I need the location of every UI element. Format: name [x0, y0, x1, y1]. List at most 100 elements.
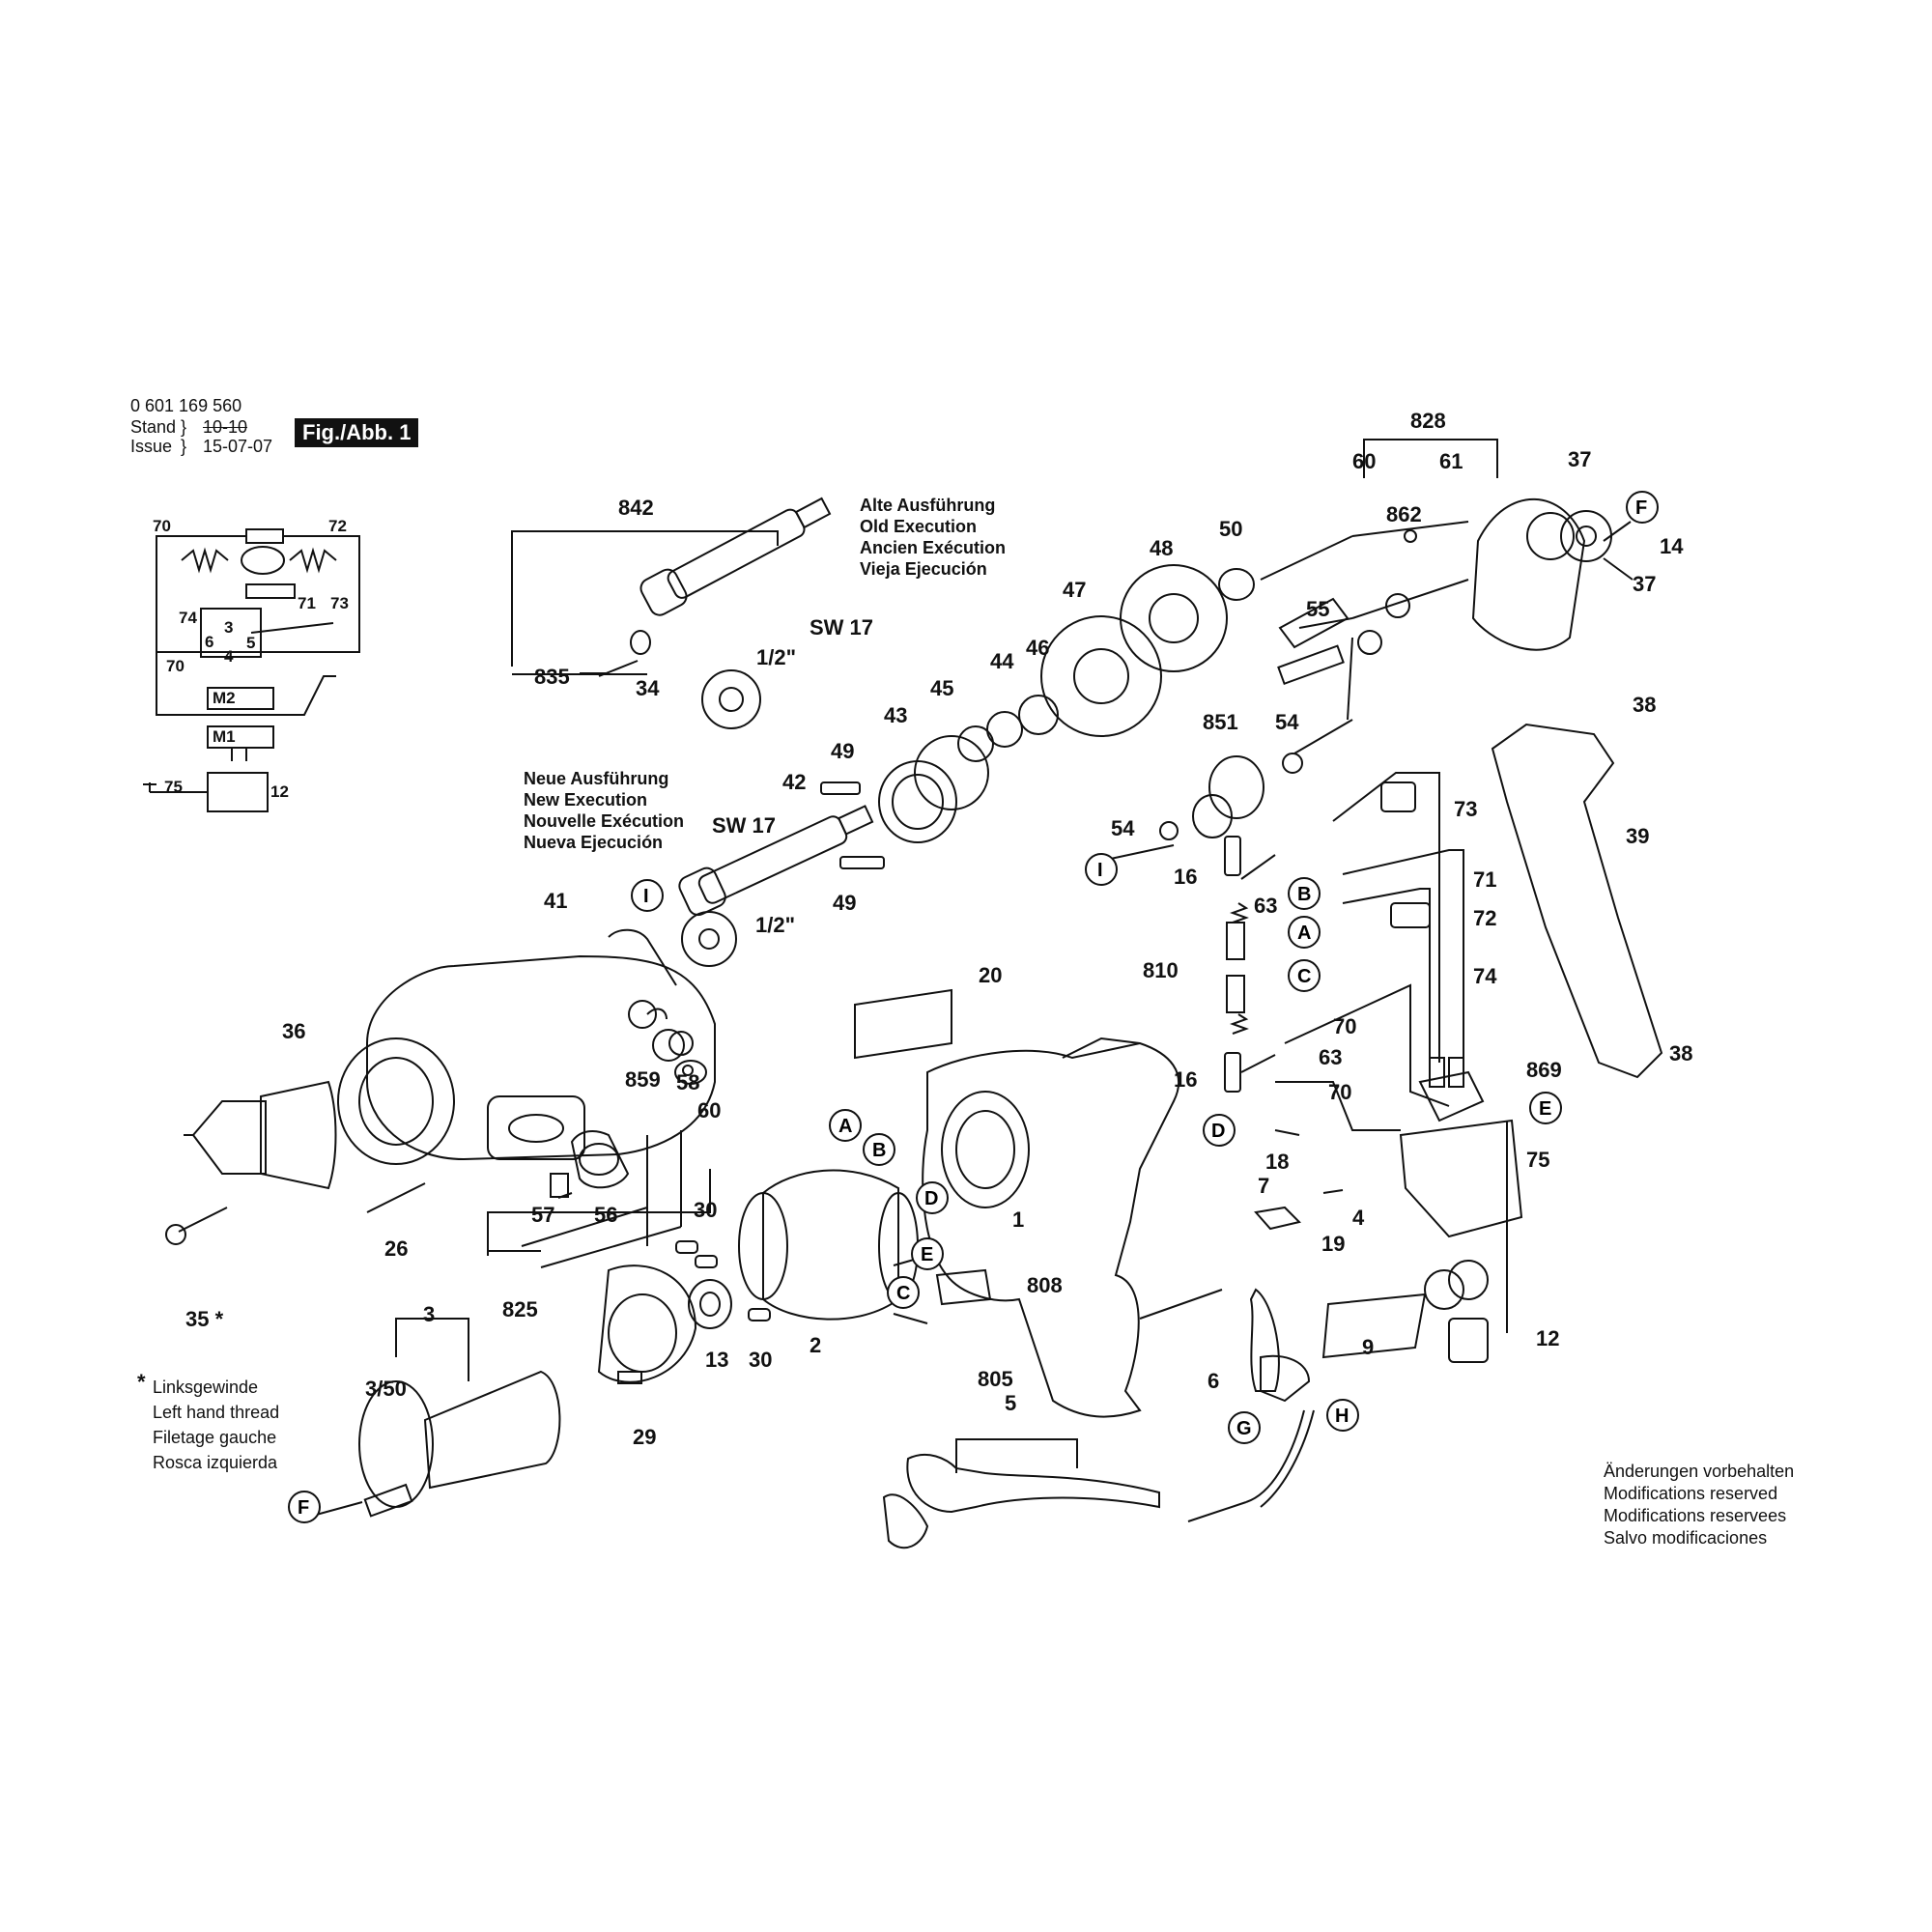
part-4: 4 [1352, 1206, 1365, 1230]
marker-f-2-label: F [298, 1497, 309, 1519]
part-number: 0 601 169 560 [130, 396, 242, 415]
marker-c-2-label: C [1297, 966, 1311, 987]
part-55: 55 [1306, 597, 1330, 621]
marker-g-label: G [1236, 1418, 1252, 1439]
left-thread-star: * [137, 1370, 146, 1394]
part-810: 810 [1143, 958, 1179, 982]
part-859: 859 [625, 1067, 661, 1092]
marker-a-1 [829, 1109, 862, 1142]
spanner-size-old: SW 17 [810, 615, 874, 639]
marker-a-2 [1288, 916, 1321, 949]
wiring-label-3: 3 [224, 618, 234, 637]
marker-d-2-label: D [1211, 1121, 1225, 1142]
marker-i-1 [631, 879, 664, 912]
part-37-top: 37 [1568, 447, 1592, 471]
part-3-50: 3/50 [365, 1377, 407, 1401]
marker-e-1 [911, 1237, 944, 1270]
wiring-label-73: 73 [330, 594, 349, 612]
marker-c-2 [1288, 959, 1321, 992]
part-37-lower: 37 [1633, 572, 1657, 596]
brace-icon: } [181, 417, 187, 437]
marker-f-1-label: F [1635, 497, 1647, 519]
marker-b-1 [863, 1133, 895, 1166]
part-34: 34 [636, 676, 660, 700]
issue-label: Issue [130, 437, 173, 456]
part-851: 851 [1203, 710, 1238, 734]
part-54-top: 54 [1275, 710, 1299, 734]
new-execution-note: Neue Ausführung New Execution Nouvelle E… [524, 769, 685, 852]
issue-value: 15-07-07 [203, 437, 273, 456]
part-60-top: 60 [1352, 449, 1377, 473]
marker-g [1228, 1411, 1261, 1444]
marker-d-1-label: D [924, 1188, 938, 1209]
part-808: 808 [1027, 1273, 1063, 1297]
part-9: 9 [1362, 1335, 1375, 1359]
part-19: 19 [1321, 1232, 1346, 1256]
marker-f-1 [1626, 491, 1659, 524]
marker-h-label: H [1335, 1406, 1349, 1427]
wiring-label-74: 74 [179, 609, 197, 627]
wiring-label-4: 4 [224, 647, 234, 666]
part-47: 47 [1063, 578, 1087, 602]
part-29: 29 [633, 1425, 657, 1449]
part-46: 46 [1026, 636, 1050, 660]
wiring-label-m1: M1 [213, 727, 236, 746]
wiring-label-70b: 70 [166, 657, 185, 675]
part-44: 44 [990, 649, 1014, 673]
marker-e-2 [1529, 1092, 1562, 1124]
part-835: 835 [534, 665, 570, 689]
stand-value: 10-10 [203, 417, 248, 437]
wiring-schematic [143, 528, 360, 812]
part-75: 75 [1526, 1148, 1550, 1172]
part-71: 71 [1473, 867, 1497, 892]
part-16-lower: 16 [1174, 1067, 1198, 1092]
marker-d-1 [916, 1181, 949, 1214]
wiring-label-12: 12 [270, 782, 289, 801]
part-45: 45 [930, 676, 954, 700]
part-70-top: 70 [1333, 1014, 1357, 1038]
part-70-lower: 70 [1328, 1080, 1352, 1104]
marker-i-1-label: I [643, 886, 649, 907]
part-41: 41 [544, 889, 568, 913]
part-35: 35 * [185, 1307, 224, 1331]
marker-b-2-label: B [1297, 884, 1311, 905]
part-56: 56 [594, 1203, 618, 1227]
part-72: 72 [1473, 906, 1497, 930]
part-20: 20 [979, 963, 1003, 987]
part-869: 869 [1526, 1058, 1562, 1082]
spanner-size-new: SW 17 [712, 813, 777, 838]
part-39: 39 [1626, 824, 1650, 848]
part-57: 57 [531, 1203, 555, 1227]
figure-badge: Fig./Abb. 1 [295, 418, 419, 447]
part-58: 58 [676, 1070, 700, 1094]
marker-e-1-label: E [921, 1244, 933, 1265]
marker-d-2 [1203, 1114, 1236, 1147]
part-60-lower: 60 [697, 1098, 722, 1122]
connector-markers: A B D E C I I F F B A C D E [288, 491, 1659, 1523]
part-825: 825 [502, 1297, 538, 1321]
modifications-note: Änderungen vorbehalten Modifications res… [1604, 1462, 1795, 1548]
marker-e-2-label: E [1539, 1098, 1551, 1120]
part-14: 14 [1660, 534, 1684, 558]
wiring-label-70a: 70 [153, 517, 171, 535]
part-61: 61 [1439, 449, 1463, 473]
marker-b-2 [1288, 877, 1321, 910]
marker-b-1-label: B [872, 1140, 886, 1161]
part-49-lower: 49 [833, 891, 857, 915]
part-842: 842 [618, 496, 654, 520]
part-36: 36 [282, 1019, 306, 1043]
part-1: 1 [1012, 1208, 1025, 1232]
part-49-top: 49 [831, 739, 855, 763]
part-54-lower: 54 [1111, 816, 1135, 840]
part-73: 73 [1454, 797, 1478, 821]
part-805: 805 [978, 1367, 1013, 1391]
marker-c-1-label: C [896, 1283, 910, 1304]
wiring-label-72: 72 [328, 517, 347, 535]
part-30-top: 30 [694, 1198, 718, 1222]
old-execution-note: Alte Ausführung Old Execution Ancien Exé… [860, 496, 1007, 579]
part-43: 43 [884, 703, 908, 727]
part-6: 6 [1208, 1369, 1220, 1393]
part-38-top: 38 [1633, 693, 1657, 717]
marker-a-2-label: A [1297, 923, 1311, 944]
